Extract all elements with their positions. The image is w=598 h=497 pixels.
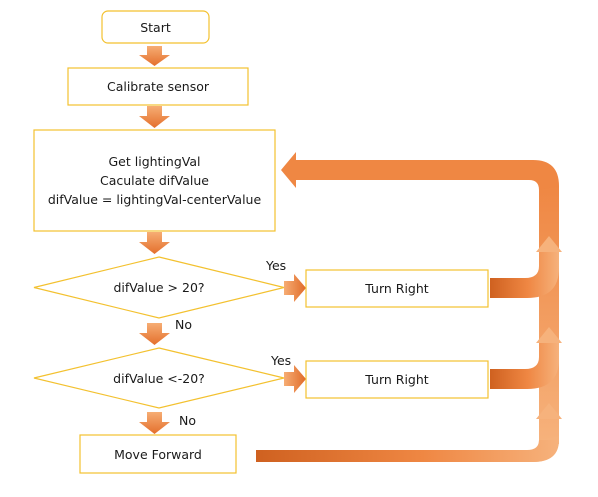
arrow-process-decision1 <box>139 232 170 254</box>
arrow-decision2-move <box>139 412 170 434</box>
feed-turn1 <box>490 252 559 298</box>
yes-label-2: Yes <box>271 353 292 368</box>
arrow-yes1 <box>284 274 306 302</box>
arrow-yes2 <box>284 365 306 393</box>
node-calibrate <box>67 67 249 106</box>
up-arrowhead-1 <box>536 236 562 252</box>
up-arrowhead-3 <box>536 403 562 419</box>
loop-arrow <box>256 152 562 462</box>
node-move-forward <box>79 434 237 474</box>
arrow-start-calibrate <box>139 46 170 66</box>
node-start <box>101 10 210 44</box>
feed-turn2 <box>490 343 559 389</box>
arrow-decision1-decision2 <box>139 323 170 345</box>
node-decision1 <box>33 256 285 319</box>
yes-label-1: Yes <box>266 258 287 273</box>
arrow-calibrate-process <box>139 106 170 128</box>
node-decision2 <box>33 347 285 409</box>
node-turn-right-1 <box>305 269 489 308</box>
feed-move <box>256 440 559 462</box>
right-arrows <box>284 274 306 393</box>
down-arrows <box>139 46 170 434</box>
node-turn-right-2 <box>305 360 489 399</box>
return-arrow <box>281 152 559 190</box>
no-label-2: No <box>179 413 196 428</box>
node-process <box>33 129 276 232</box>
no-label-1: No <box>175 317 192 332</box>
up-arrowhead-2 <box>536 327 562 343</box>
